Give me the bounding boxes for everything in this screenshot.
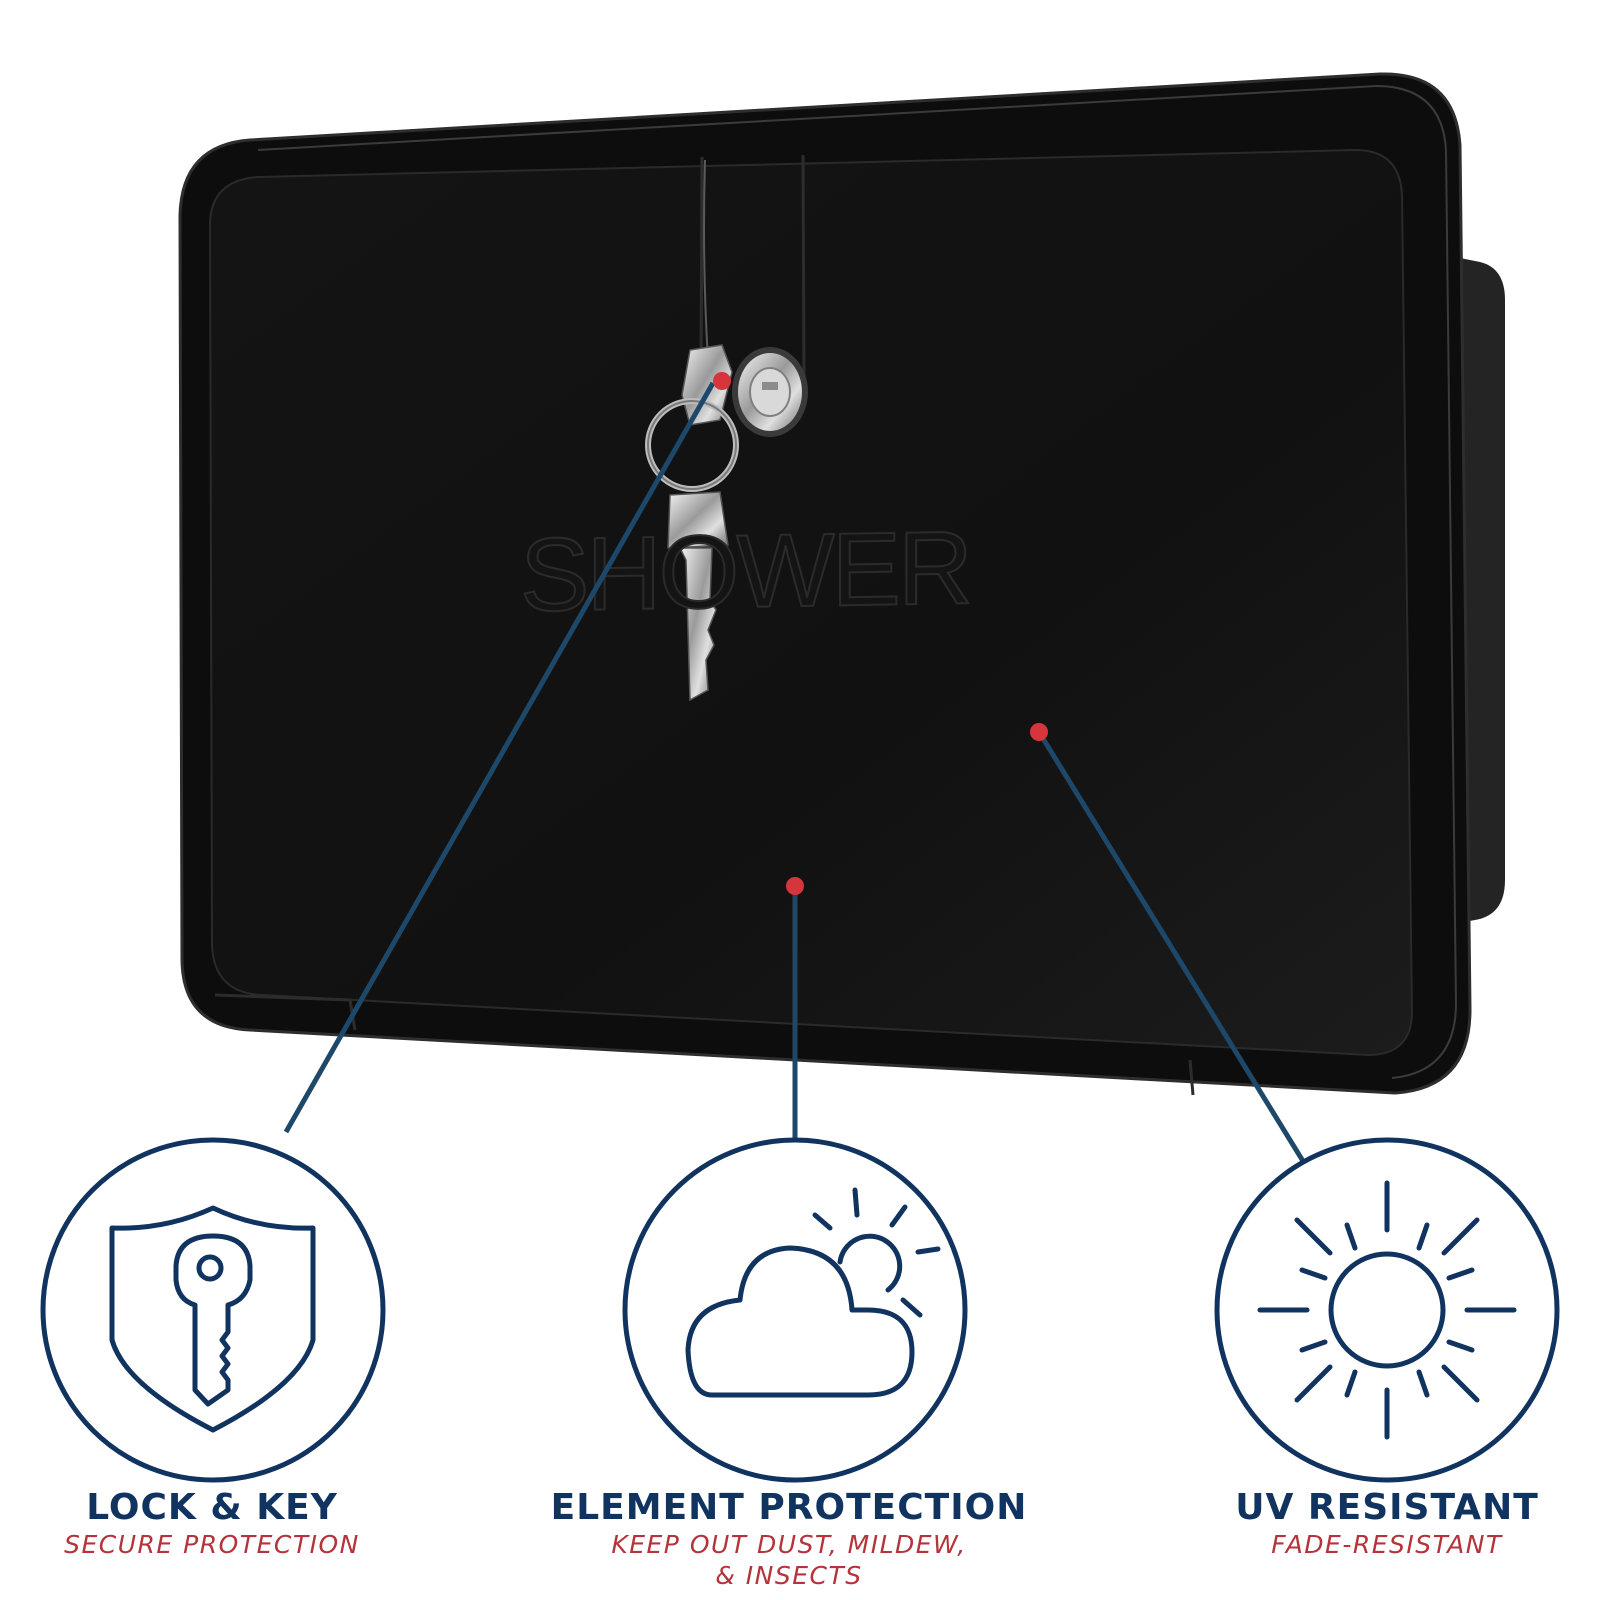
shield-key-icon <box>109 1205 316 1433</box>
feature-title: ELEMENT PROTECTION <box>550 1487 1028 1528</box>
feature-title: UV RESISTANT <box>1235 1487 1539 1528</box>
feature-subtitle: FADE-RESISTANT <box>1271 1530 1503 1559</box>
latch-slot <box>699 154 806 381</box>
key-head-bottom <box>667 491 729 549</box>
door-notch-left <box>214 993 357 1031</box>
embossed-label: SHOWER <box>520 510 970 634</box>
callout-line-lock <box>283 381 716 1134</box>
door-panel <box>208 148 1414 1057</box>
feature-title: LOCK & KEY <box>86 1487 338 1528</box>
feature-element-protection: ELEMENT PROTECTION KEEP OUT DUST, MILDEW… <box>529 1487 1049 1591</box>
key-head-top <box>681 344 733 426</box>
feature-uv-resistant: UV RESISTANT FADE-RESISTANT <box>1127 1487 1600 1560</box>
key-cable <box>703 159 709 361</box>
callout-dot-uv <box>1030 723 1048 741</box>
callout-line-uv <box>1036 730 1309 1168</box>
cloud-sun-icon <box>685 1187 941 1398</box>
feature-subtitle: KEEP OUT DUST, MILDEW, <box>611 1530 967 1559</box>
keys <box>645 344 739 702</box>
feature-circle-lock <box>40 1137 386 1483</box>
feature-subtitle: SECURE PROTECTION <box>64 1530 360 1559</box>
feature-subtitle-line-2: & INSECTS <box>715 1561 863 1590</box>
callout-dot-lock <box>713 372 731 390</box>
lock-cylinder <box>732 347 808 437</box>
door-notch-right <box>1188 1059 1195 1096</box>
sun-icon <box>1257 1180 1517 1440</box>
key-blade <box>678 547 717 702</box>
feature-lock-and-key: LOCK & KEY SECURE PROTECTION <box>0 1487 472 1560</box>
callout-dot-element <box>786 877 804 895</box>
frame-highlight <box>257 84 1458 1079</box>
